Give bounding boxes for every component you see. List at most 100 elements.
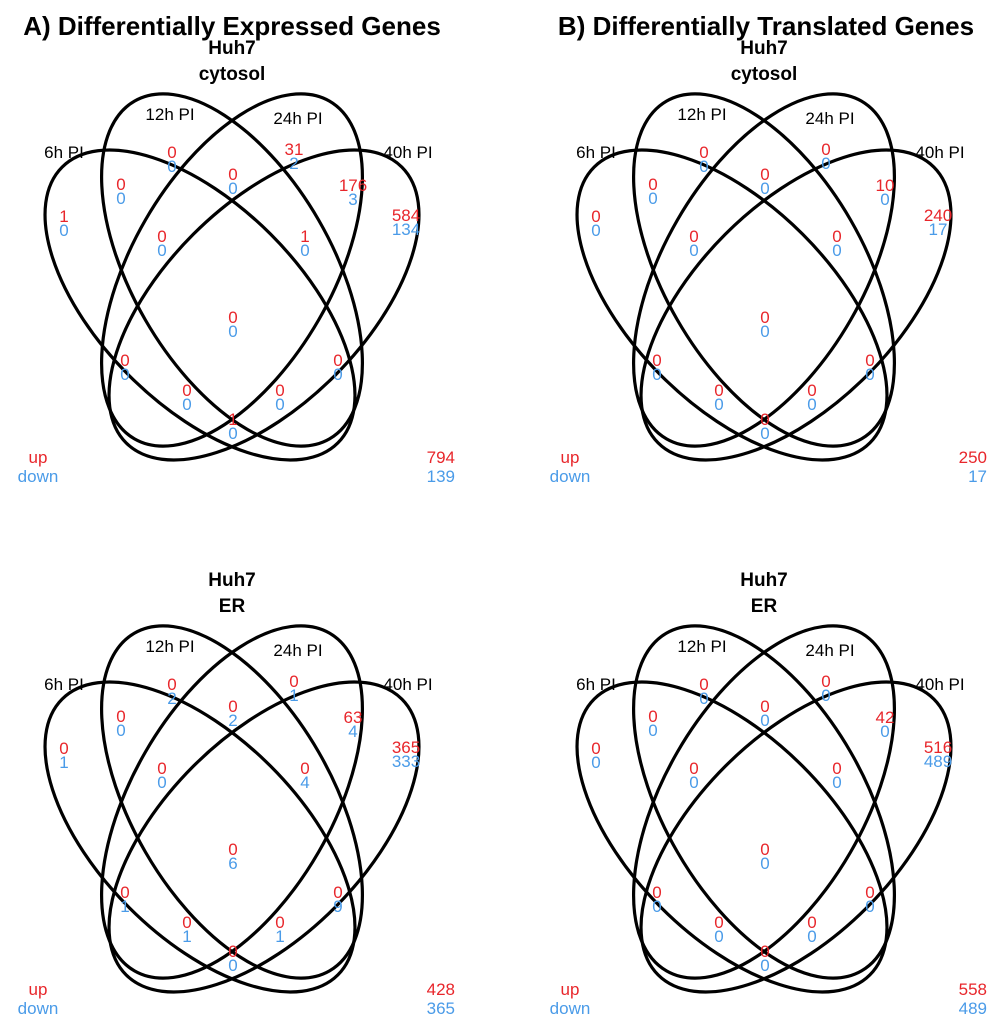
region-AB-down: 0 (648, 721, 657, 740)
total-down: 139 (427, 467, 455, 486)
total-up: 558 (959, 980, 987, 999)
region-CD-up: 176 (339, 176, 367, 195)
region-A-up: 1 (59, 207, 68, 226)
header-a: A) Differentially Expressed Genes (23, 11, 441, 41)
region-ACD-down: 0 (714, 395, 723, 414)
region-ACD-up: 0 (182, 381, 191, 400)
region-ABD-down: 0 (275, 395, 284, 414)
set-label: 12h PI (145, 637, 194, 656)
legend-up: up (561, 980, 580, 999)
region-ABD-up: 0 (807, 381, 816, 400)
region-C-down: 0 (821, 154, 830, 173)
region-D-down: 134 (392, 220, 420, 239)
region-AB-down: 0 (116, 721, 125, 740)
region-BD-up: 1 (300, 227, 309, 246)
total-down: 365 (427, 999, 455, 1018)
panel-title: Huh7 (740, 570, 788, 591)
region-BCD-up: 0 (865, 883, 874, 902)
region-ABC-down: 1 (120, 897, 129, 916)
region-A-down: 1 (59, 753, 68, 772)
region-CD-down: 0 (880, 722, 889, 741)
region-C-down: 0 (821, 686, 830, 705)
region-B-down: 2 (167, 689, 176, 708)
legend-down: down (550, 999, 591, 1018)
region-AD-up: 1 (228, 410, 237, 429)
region-BC-up: 0 (228, 697, 237, 716)
region-ACD-up: 0 (714, 381, 723, 400)
region-BCD-up: 0 (865, 351, 874, 370)
set-label: 40h PI (915, 675, 964, 694)
set-label: 24h PI (273, 109, 322, 128)
region-ABCD-down: 0 (760, 322, 769, 341)
region-ACD-up: 0 (714, 913, 723, 932)
set-label: 24h PI (805, 109, 854, 128)
region-BC-down: 2 (228, 711, 237, 730)
total-up: 428 (427, 980, 455, 999)
set-ellipse-2 (631, 92, 897, 448)
region-ACD-down: 0 (182, 395, 191, 414)
region-A-down: 0 (59, 221, 68, 240)
region-B-up: 0 (167, 143, 176, 162)
region-D-up: 240 (924, 206, 952, 225)
region-C-up: 0 (821, 672, 830, 691)
region-BCD-down: 0 (865, 365, 874, 384)
set-label: 6h PI (44, 675, 84, 694)
region-B-down: 0 (699, 689, 708, 708)
region-B-down: 0 (167, 157, 176, 176)
set-ellipse-3 (99, 624, 365, 980)
region-ABCD-up: 0 (760, 840, 769, 859)
region-BD-up: 0 (832, 227, 841, 246)
set-label: 12h PI (145, 105, 194, 124)
header-b: B) Differentially Translated Genes (558, 11, 974, 41)
region-AB-up: 0 (116, 707, 125, 726)
region-AD-down: 0 (760, 424, 769, 443)
region-B-down: 0 (699, 157, 708, 176)
set-ellipse-2 (631, 624, 897, 980)
region-BCD-up: 0 (333, 883, 342, 902)
region-ABCD-up: 0 (228, 840, 237, 859)
region-ABD-down: 0 (807, 927, 816, 946)
region-AB-up: 0 (648, 175, 657, 194)
region-AD-up: 0 (228, 942, 237, 961)
set-label: 6h PI (576, 675, 616, 694)
region-BD-down: 4 (300, 773, 309, 792)
set-label: 40h PI (915, 143, 964, 162)
region-A-down: 0 (591, 753, 600, 772)
region-D-down: 333 (392, 752, 420, 771)
set-ellipse-2 (99, 624, 365, 980)
set-ellipse-1 (575, 148, 889, 462)
region-BC-up: 0 (760, 697, 769, 716)
region-AD-up: 0 (760, 410, 769, 429)
panel-subtitle: cytosol (731, 64, 798, 85)
region-BCD-down: 0 (865, 897, 874, 916)
set-ellipse-3 (631, 92, 897, 448)
region-ABC-down: 0 (652, 365, 661, 384)
total-up: 794 (427, 448, 455, 467)
region-BC-down: 0 (760, 711, 769, 730)
region-CD-up: 10 (876, 176, 895, 195)
region-ABD-up: 0 (807, 913, 816, 932)
region-B-up: 0 (699, 143, 708, 162)
region-B-up: 0 (167, 675, 176, 694)
region-BC-down: 0 (760, 179, 769, 198)
set-ellipse-1 (43, 148, 357, 462)
region-BD-up: 0 (300, 759, 309, 778)
total-up: 250 (959, 448, 987, 467)
set-ellipse-4 (107, 680, 421, 994)
set-label: 6h PI (44, 143, 84, 162)
legend-down: down (18, 467, 59, 486)
set-ellipse-3 (99, 92, 365, 448)
region-ABC-down: 0 (120, 365, 129, 384)
region-D-up: 365 (392, 738, 420, 757)
region-BD-down: 0 (832, 241, 841, 260)
legend-down: down (550, 467, 591, 486)
set-ellipse-4 (107, 148, 421, 462)
region-ACD-down: 1 (182, 927, 191, 946)
region-BCD-down: 9 (333, 897, 342, 916)
region-AB-down: 0 (648, 189, 657, 208)
region-BC-down: 0 (228, 179, 237, 198)
region-AC-down: 0 (157, 241, 166, 260)
